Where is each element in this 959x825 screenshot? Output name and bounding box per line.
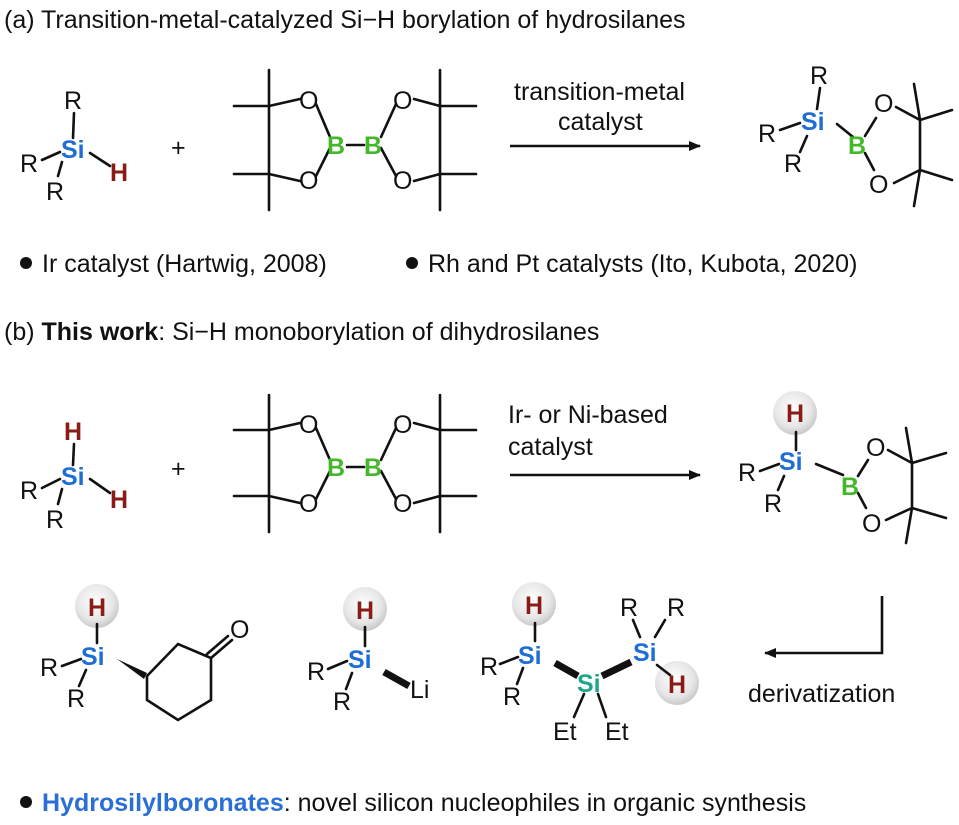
atom-r: R [64, 87, 82, 115]
wedge-bond [117, 659, 147, 679]
part-b-title: (b) This work: Si−H monoborylation of di… [4, 318, 599, 346]
hydrosilane-molecule: R Si R R H [20, 87, 128, 206]
atom-hydrogen: H [110, 159, 128, 187]
atom-oxygen: O [299, 167, 318, 195]
atom-r: R [333, 688, 351, 716]
atom-ethyl: Et [605, 718, 629, 746]
atom-oxygen: O [862, 510, 881, 538]
silylboronate-product: R Si R R B O O [758, 62, 954, 208]
atom-oxygen: O [393, 87, 412, 115]
highlight-circle [343, 587, 387, 631]
atom-oxygen: O [393, 490, 412, 518]
summary-bold: Hydrosilylboronates [42, 789, 284, 817]
bullet-text: Rh and Pt catalysts (Ito, Kubota, 2020) [428, 250, 857, 278]
trisilane-molecule: H Si R R Si Et Et Si R R H [480, 582, 699, 746]
title-prefix: (b) [4, 318, 42, 346]
b2pin2-molecule: O O B B O O [232, 393, 478, 534]
atom-oxygen: O [874, 90, 893, 118]
atom-hydrogen: H [786, 400, 804, 428]
derivatization-arrow [764, 596, 884, 658]
atom-oxygen: O [869, 171, 888, 199]
bullet-icon [406, 257, 418, 269]
highlight-circle [773, 391, 817, 435]
atom-hydrogen: H [64, 418, 82, 446]
condition-text: catalyst [558, 108, 643, 136]
atom-oxygen: O [299, 490, 318, 518]
atom-boron: B [841, 473, 859, 501]
condition-text: catalyst [508, 433, 593, 461]
atom-r: R [307, 658, 325, 686]
atom-silicon: Si [81, 643, 105, 671]
atom-hydrogen: H [356, 597, 374, 625]
atom-boron: B [848, 132, 866, 160]
atom-silicon: Si [518, 642, 542, 670]
title-rest: : Si−H monoborylation of dihydrosilanes [158, 318, 599, 346]
atom-r: R [20, 477, 38, 505]
bullet-icon [20, 257, 32, 269]
derivatization-label: derivatization [748, 680, 895, 708]
atom-boron: B [327, 132, 345, 160]
atom-ethyl: Et [553, 718, 577, 746]
atom-silicon: Si [61, 463, 85, 491]
summary-rest: : novel silicon nucleophiles in organic … [284, 789, 807, 817]
atom-oxygen: O [866, 434, 885, 462]
atom-oxygen: O [299, 87, 318, 115]
summary-text: Hydrosilylboronates: novel silicon nucle… [42, 789, 806, 817]
atom-silicon: Si [801, 108, 825, 136]
atom-r: R [46, 178, 64, 206]
condition-text: Ir- or Ni-based [508, 401, 668, 429]
condition-text: transition-metal [514, 78, 685, 106]
atom-silicon: Si [633, 639, 657, 667]
b2pin2-molecule: O O B B O O [232, 68, 478, 212]
highlight-circle [75, 584, 119, 628]
atom-hydrogen: H [88, 594, 106, 622]
silyl-cyclohexanone-molecule: H Si R R O [40, 584, 249, 722]
atom-r: R [620, 594, 638, 622]
atom-lithium: Li [410, 676, 429, 704]
bullet-text: Ir catalyst (Hartwig, 2008) [42, 250, 327, 278]
atom-hydrogen: H [525, 592, 543, 620]
atom-hydrogen: H [110, 486, 128, 514]
silyllithium-molecule: H Si R R Li [307, 587, 429, 716]
bullet-icon [20, 796, 32, 808]
atom-oxygen: O [230, 616, 249, 644]
atom-oxygen: O [393, 167, 412, 195]
atom-boron: B [327, 454, 345, 482]
atom-r: R [503, 683, 521, 711]
atom-boron: B [364, 454, 382, 482]
hydrosilylboronate-product: H Si R R B O O [738, 391, 948, 545]
part-a-title: (a) Transition-metal-catalyzed Si−H bory… [4, 6, 686, 34]
atom-hydrogen: H [668, 671, 686, 699]
highlight-circle [512, 582, 556, 626]
plus-sign: + [171, 134, 186, 162]
atom-silicon: Si [577, 670, 601, 698]
dihydrosilane-molecule: H Si R R H [20, 418, 128, 534]
atom-r: R [40, 654, 58, 682]
atom-r: R [480, 653, 498, 681]
atom-r: R [46, 506, 64, 534]
atom-r: R [738, 459, 756, 487]
plus-sign: + [171, 455, 186, 483]
atom-r: R [67, 685, 85, 713]
atom-oxygen: O [299, 411, 318, 439]
atom-silicon: Si [61, 136, 85, 164]
atom-r: R [810, 62, 828, 90]
atom-oxygen: O [393, 411, 412, 439]
atom-r: R [784, 150, 802, 178]
atom-r: R [758, 120, 776, 148]
atom-silicon: Si [348, 646, 372, 674]
atom-r: R [667, 594, 685, 622]
atom-silicon: Si [779, 448, 803, 476]
atom-r: R [20, 150, 38, 178]
atom-r: R [764, 490, 782, 518]
atom-boron: B [364, 132, 382, 160]
title-bold: This work [42, 318, 159, 346]
